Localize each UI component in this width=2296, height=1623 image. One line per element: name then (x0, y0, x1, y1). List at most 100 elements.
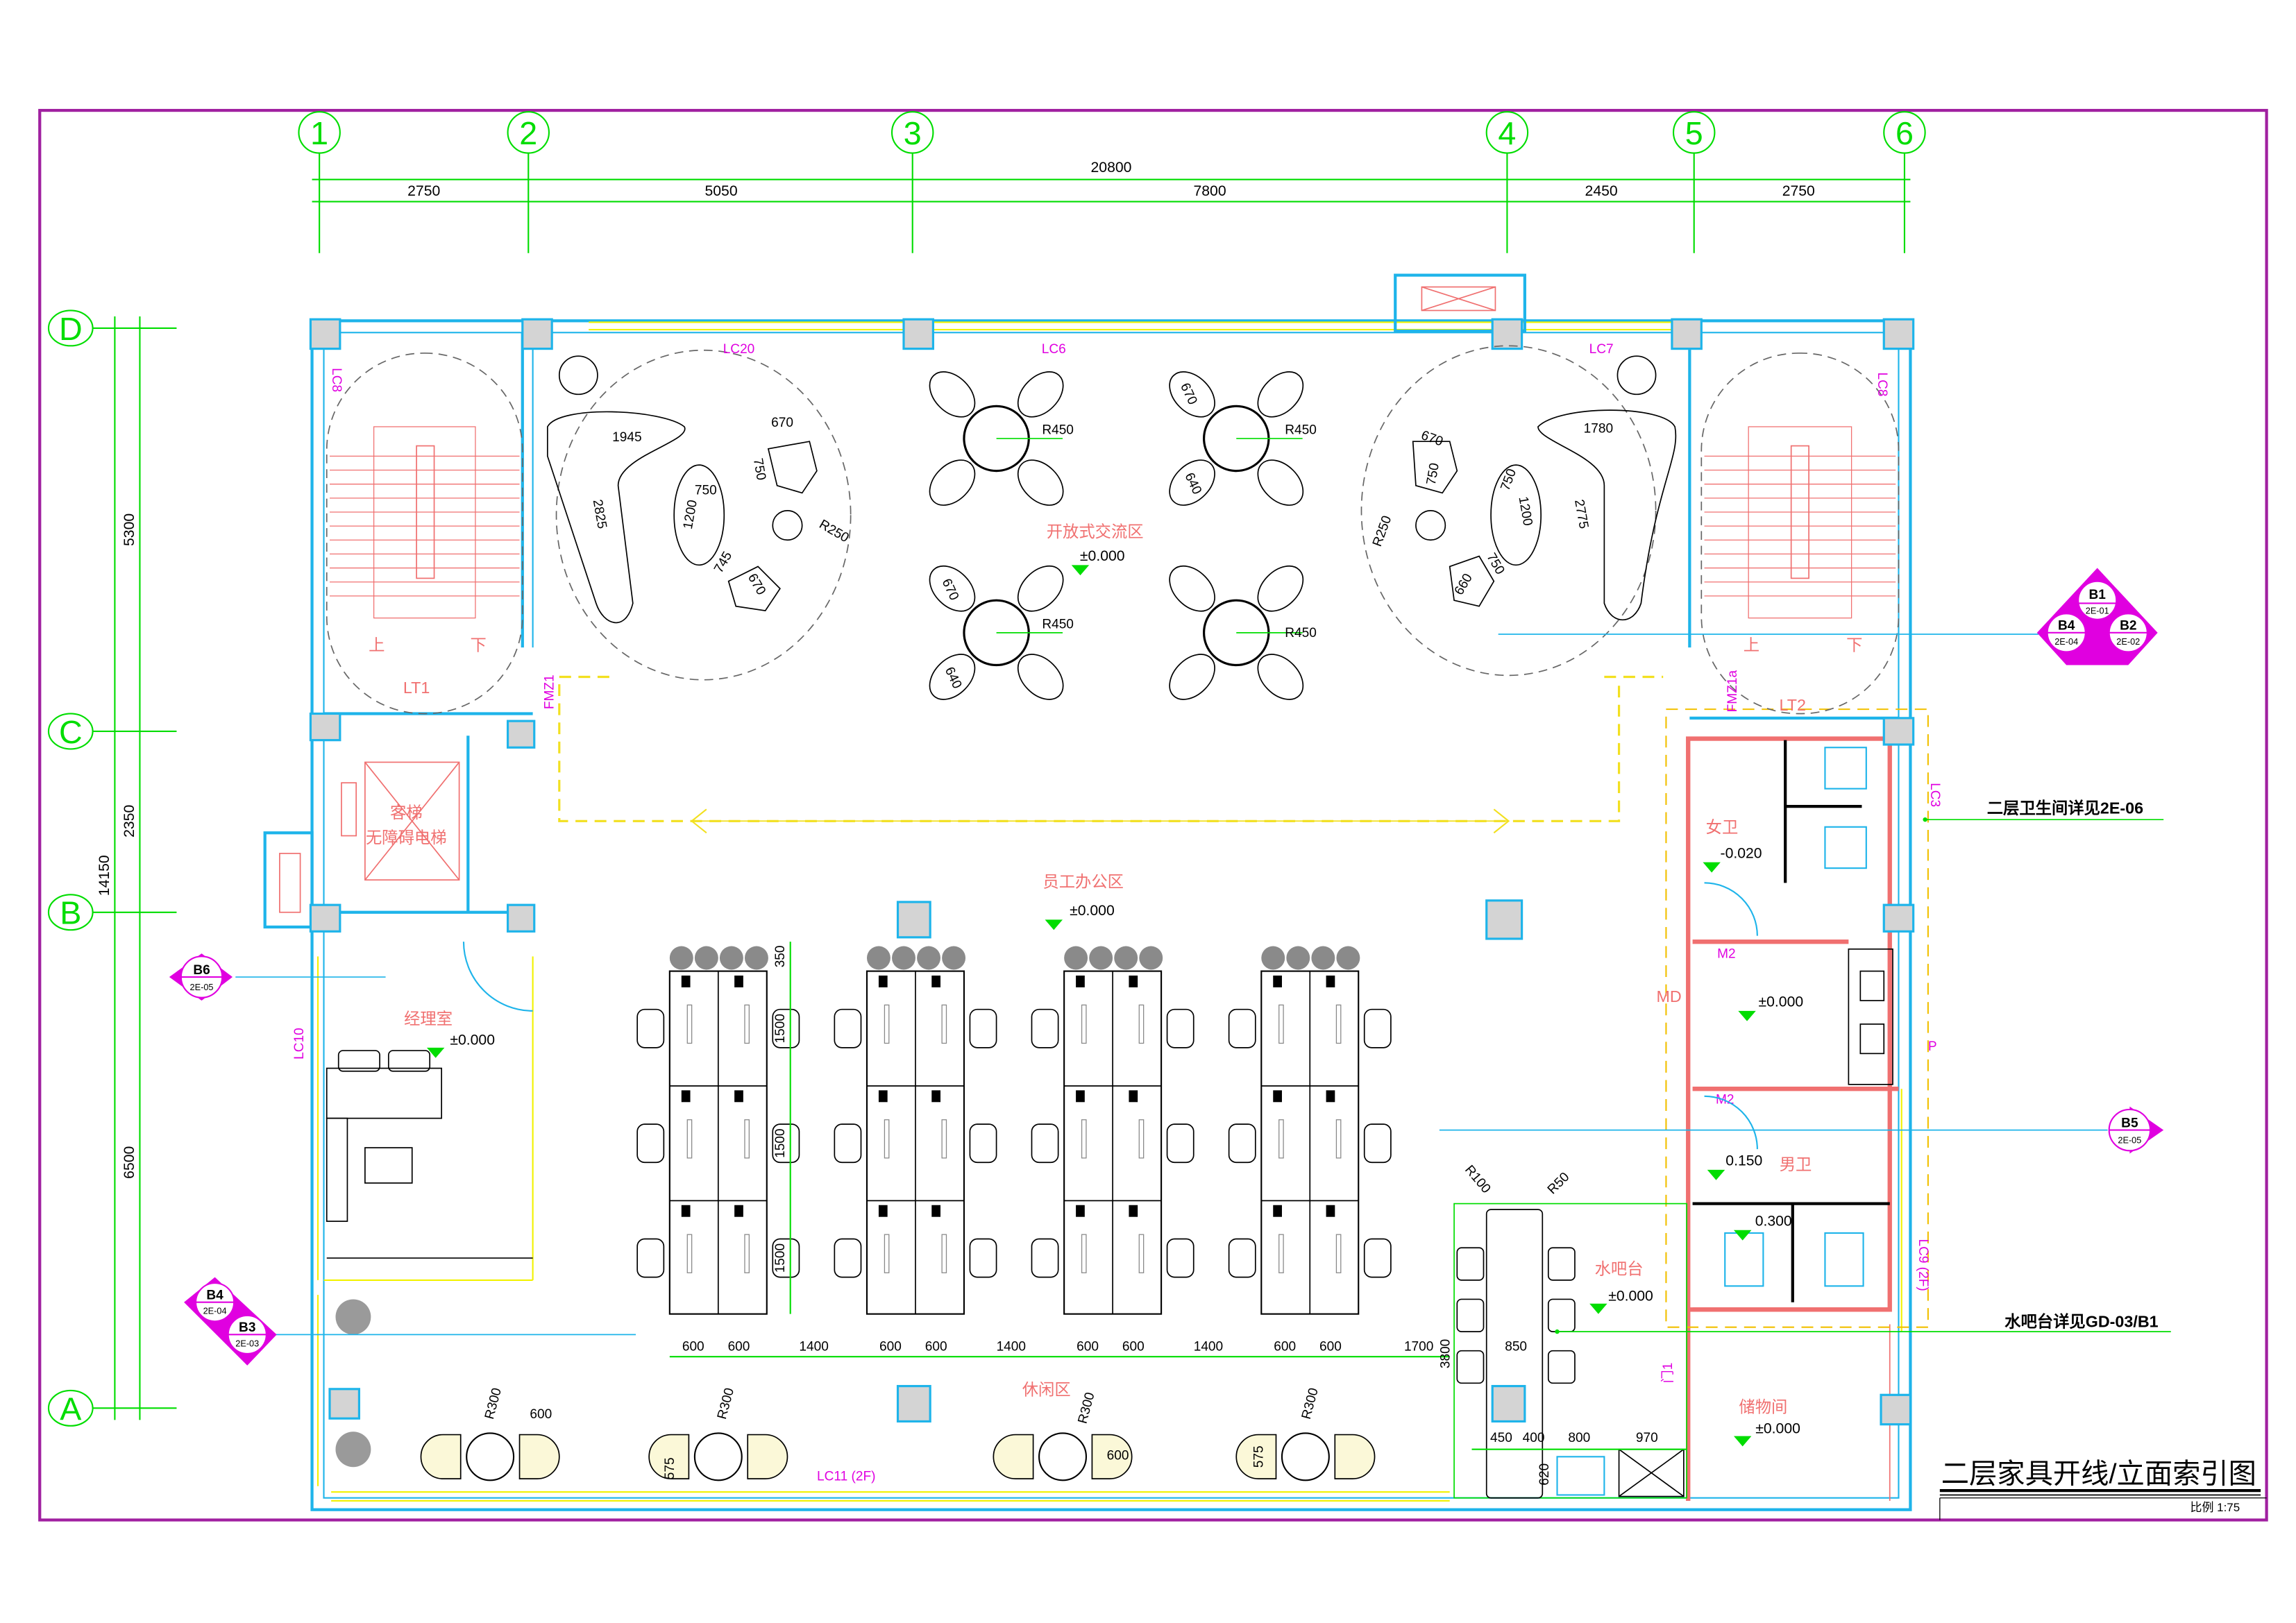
phone-icon (931, 975, 941, 987)
planter-icon (866, 946, 890, 970)
monitor-icon (1278, 1119, 1284, 1159)
phone-icon (1076, 1205, 1085, 1217)
phone-icon (681, 1205, 691, 1217)
monitor-icon (1335, 1004, 1342, 1044)
planter-icon (694, 946, 718, 970)
axis-bubble-B: B (47, 894, 177, 931)
office-chair (1363, 1123, 1392, 1164)
stair-down-label: 下 (1846, 636, 1862, 654)
dim: R50 (1545, 1170, 1573, 1198)
column-axes: 1 2 3 4 5 6 (298, 111, 1926, 253)
office-chair (772, 1008, 800, 1048)
dim: 350 (773, 945, 788, 967)
workstations (636, 946, 1392, 1315)
elevator-label: 客梯 (390, 804, 423, 822)
furniture-dim: 1945 (612, 430, 641, 445)
stair-right: LT2 上 下 (1700, 352, 1900, 715)
drawing-scale: 比例 1:75 (2191, 1501, 2240, 1514)
lounge-chair (1017, 654, 1064, 700)
monitor-icon (1081, 1119, 1087, 1159)
planter-icon (669, 946, 693, 970)
dim: 1500 (773, 1128, 788, 1157)
dim: 600 (728, 1340, 750, 1354)
dim-left-total: 14150 (96, 855, 112, 896)
room-label-storage: 储物间 (1739, 1398, 1787, 1416)
axis-label: 2 (519, 115, 537, 151)
leisure-seating (335, 1299, 1376, 1481)
phone-icon (734, 1090, 743, 1103)
planter-icon (1064, 946, 1088, 970)
row-axes: D C B A 5300 2350 6500 14150 (47, 309, 177, 1427)
bar-chairs (1456, 1247, 1576, 1384)
office-chair (772, 1238, 800, 1278)
phone-icon (1076, 975, 1085, 987)
stair-label: LT1 (403, 679, 430, 697)
leisure-set (420, 1432, 560, 1481)
planter-icon (917, 946, 941, 970)
room-label-women-wc: 女卫 (1706, 818, 1739, 836)
phone-icon (1273, 1090, 1282, 1103)
lounge-right: 670 750 1780 750 1200 2775 R250 750 660 (1360, 345, 1677, 677)
bar-dims: R100 R50 850 3800 450 400 800 970 620 (1439, 1163, 1687, 1486)
phone-icon (1076, 1090, 1085, 1103)
armchair (1091, 1434, 1133, 1480)
furniture-dim: 1780 (1584, 421, 1613, 436)
window-tag: LC8 (329, 368, 344, 392)
armchair (747, 1434, 788, 1480)
elevator: 客梯 无障碍电梯 (341, 761, 460, 881)
furniture-dim: 670 (745, 571, 768, 597)
top-dimensions: 20800 2750 5050 7800 2450 2750 (312, 160, 1911, 203)
room-label-staff-office: 员工办公区 (1043, 873, 1124, 891)
armchair (420, 1434, 462, 1480)
workstation-cluster (834, 946, 997, 1315)
monitor-icon (1278, 1234, 1284, 1273)
bar-stool (1456, 1350, 1485, 1384)
axis-label: C (59, 714, 83, 750)
elevation-index-B6[interactable]: B6 2E-05 (169, 953, 386, 1001)
lounge-chair (929, 371, 976, 418)
axis-bubble-1: 1 (298, 111, 341, 253)
phone-icon (1129, 975, 1138, 987)
lounge-chair (929, 565, 976, 612)
round-table-set (929, 565, 1064, 700)
office-chair (636, 1008, 665, 1048)
monitor-icon (686, 1119, 693, 1159)
workstation-cluster (1031, 946, 1195, 1315)
planter-icon (892, 946, 915, 970)
callout-wc-detail: 二层卫生间详见2E-06 (1987, 799, 2143, 817)
elevator-label: 无障碍电梯 (366, 829, 447, 847)
room-label-manager: 经理室 (404, 1010, 453, 1028)
phone-icon (931, 1090, 941, 1103)
furniture-dim: 1200 (1515, 495, 1535, 527)
dim-span: 5050 (704, 183, 737, 199)
planter-icon (1261, 946, 1285, 970)
workstation-cluster (1228, 946, 1392, 1315)
monitor-icon (1335, 1119, 1342, 1159)
dim: 800 (1568, 1431, 1590, 1445)
dim: 3800 (1439, 1339, 1453, 1368)
window-tag: LC6 (1042, 342, 1066, 357)
window-tag: LC9 (2F) (1916, 1239, 1930, 1291)
lounge-chair (929, 459, 976, 506)
phone-icon (878, 975, 888, 987)
detail-callouts: 二层卫生间详见2E-06 水吧台详见GD-03/B1 (1555, 799, 2171, 1334)
round-table (1038, 1432, 1087, 1481)
axis-label: 4 (1498, 115, 1516, 151)
level-mark: ±0.000 (1070, 903, 1115, 919)
level-mark: ±0.000 (1755, 1420, 1800, 1436)
phone-icon (878, 1205, 888, 1217)
dim: 575 (1251, 1445, 1266, 1468)
dim-span: 2450 (1585, 183, 1618, 199)
level-mark: 0.300 (1755, 1213, 1792, 1229)
elevation-index-B4-B3[interactable]: B4 2E-04 B3 2E-03 (184, 1277, 636, 1366)
axis-bubble-2: 2 (507, 111, 550, 253)
elevation-index-B1-B2-B4[interactable]: B1 2E-01 B2 2E-02 B4 2E-04 (1498, 568, 2158, 665)
stair-outline (1748, 426, 1852, 619)
elevation-index-B5[interactable]: B5 2E-05 (1439, 1106, 2164, 1154)
lounge-chair (1169, 459, 1215, 506)
dim: 400 (1523, 1431, 1545, 1445)
armchair (648, 1434, 690, 1480)
elevation-sheet: 2E-02 (2116, 636, 2140, 647)
elevation-sheet: 2E-04 (2054, 636, 2078, 647)
pipe-tag: P (1928, 1039, 1937, 1054)
